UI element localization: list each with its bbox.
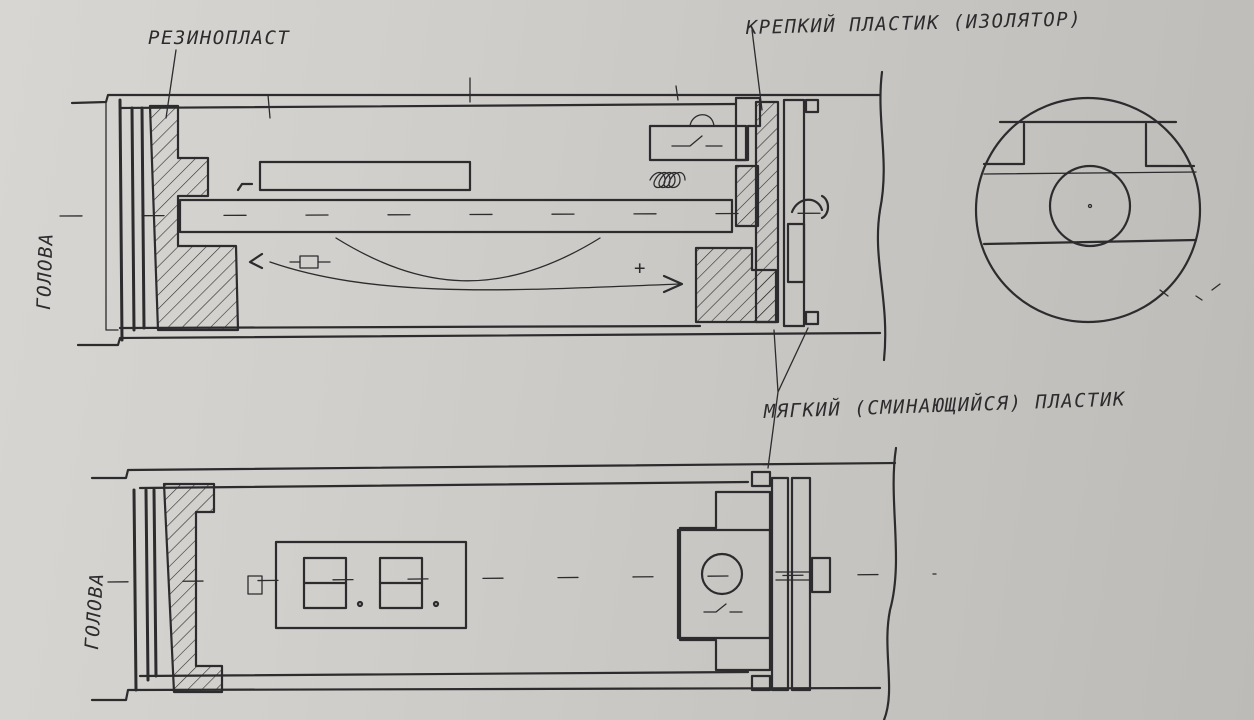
leader-hard-plastic [751, 29, 763, 111]
small-bracket-mark [236, 182, 254, 192]
bottom-body-right-break [882, 446, 898, 720]
bottom-inner-wall-top [138, 480, 750, 490]
resistor-symbol [299, 255, 319, 269]
short-upper-bar [258, 160, 472, 192]
lower-contact-block [694, 246, 778, 324]
bottom-body-top-line [90, 461, 897, 480]
arrow-head-right [662, 274, 684, 294]
margin-scribble [1159, 283, 1221, 301]
bottom-contact-stem [775, 571, 813, 581]
top-body-right-break [876, 70, 887, 362]
label-rubber-plastic: РЕЗИНОПЛАСТ [148, 27, 290, 49]
bottom-inner-wall-bottom [138, 670, 750, 678]
bottom-left-end-wall [132, 488, 158, 692]
cross-section-inner-lines [983, 171, 1197, 175]
switch-symbol-plan [703, 603, 743, 613]
bottom-rubber-plastic-insert [162, 482, 224, 694]
cross-section-lower-chord [982, 238, 1198, 246]
inner-contact-strip [786, 198, 824, 284]
long-conductor-bar [178, 198, 734, 234]
label-head-bottom: ГОЛОВА [81, 571, 108, 650]
label-soft-plastic: МЯГКИЙ (СМИНАЮЩИЙСЯ) ПЛАСТИК [762, 387, 1126, 423]
outer-cap-plate [782, 98, 806, 328]
small-square-pad [247, 575, 263, 595]
cross-section-right-notch [1144, 122, 1196, 168]
switch-symbol [671, 114, 723, 147]
top-inner-wall-top [118, 102, 737, 110]
leader-rubber-plastic [165, 49, 177, 119]
bottom-seal-bottom [750, 674, 772, 692]
circular-cross-section [974, 96, 1221, 324]
top-left-end-wall [118, 98, 146, 342]
leader-soft-plastic [767, 327, 809, 469]
centerline-top [59, 212, 881, 217]
bottom-body-bottom-line [90, 686, 882, 702]
right-bracket-mark [820, 194, 830, 220]
inner-conductor-circle [1048, 164, 1132, 248]
centerline-bottom [107, 573, 937, 583]
bottom-seal-top [750, 470, 772, 488]
rubber-plastic-insert [148, 104, 240, 332]
display-module [274, 540, 468, 630]
arc-sweep [335, 237, 601, 282]
center-dot [1087, 203, 1093, 209]
top-tick-marks [267, 77, 679, 119]
top-section-view: + [59, 29, 887, 469]
decimal-point-1 [356, 600, 364, 608]
spring-coil [649, 171, 686, 189]
label-hard-plastic: КРЕПКИЙ ПЛАСТИК (ИЗОЛЯТОР) [745, 7, 1083, 39]
arrow-head-left [248, 252, 264, 270]
switch-box [648, 124, 748, 162]
top-left-step [105, 101, 119, 331]
bottom-plan-view [90, 446, 937, 720]
switch-housing-outer [678, 490, 772, 672]
bottom-cap-plates [770, 476, 812, 692]
decimal-point-2 [432, 600, 440, 608]
bottom-contact-button [810, 556, 832, 594]
current-arrow-path [269, 261, 681, 291]
soft-plastic-seal-bottom [804, 310, 820, 326]
switch-housing-inner [676, 528, 772, 640]
contact-block-small [734, 164, 760, 228]
label-head-top: ГОЛОВА [33, 232, 58, 310]
outer-circle [974, 96, 1202, 324]
cross-section-left-notch [982, 122, 1026, 166]
switch-knob-circle [700, 552, 744, 596]
plus-sign: + [634, 257, 647, 279]
top-body-bottom-line [76, 331, 882, 347]
top-body-top-line [70, 93, 882, 105]
soft-plastic-seal-top [804, 98, 820, 114]
